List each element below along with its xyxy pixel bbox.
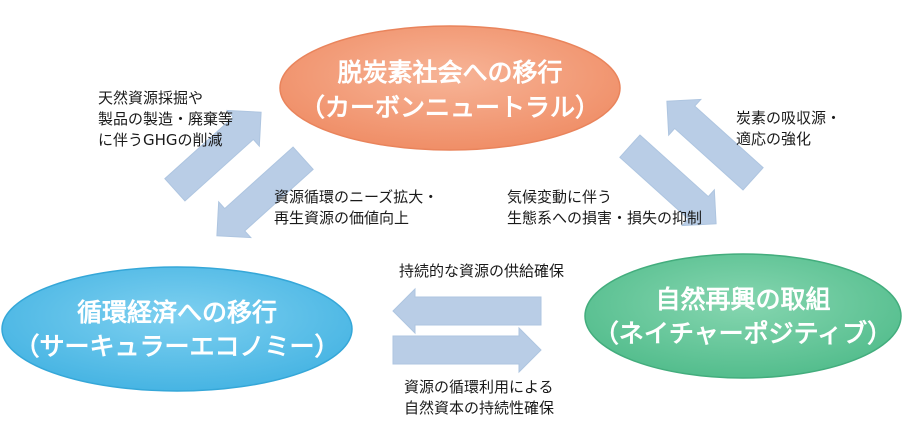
svg-text:天然資源採掘や: 天然資源採掘や: [98, 89, 203, 107]
arrow-carbon-sink: [666, 98, 764, 191]
node-nature-positive: 自然再興の取組 （ネイチャーポジティブ）: [584, 253, 902, 379]
svg-text:炭素の吸収源・: 炭素の吸収源・: [736, 109, 841, 127]
node-carbon-neutral: 脱炭素社会への移行 （カーボンニュートラル）: [279, 25, 621, 151]
label-carbon-sink: 炭素の吸収源・ 適応の強化: [736, 109, 841, 148]
svg-text:製品の製造・廃棄等: 製品の製造・廃棄等: [98, 110, 233, 128]
nature-positive-title: 自然再興の取組: [655, 285, 830, 314]
svg-text:気候変動に伴う: 気候変動に伴う: [507, 188, 612, 206]
node-circular-economy: 循環経済への移行 （サーキュラーエコノミー）: [1, 266, 353, 392]
svg-text:資源の循環利用による: 資源の循環利用による: [404, 378, 554, 396]
svg-text:再生資源の価値向上: 再生資源の価値向上: [274, 209, 409, 227]
circular-economy-subtitle: （サーキュラーエコノミー）: [14, 332, 339, 361]
svg-text:適応の強化: 適応の強化: [736, 130, 811, 148]
circular-economy-title: 循環経済への移行: [77, 298, 277, 327]
carbon-neutral-title: 脱炭素社会への移行: [337, 58, 562, 87]
arrow-resource-circulation: [216, 146, 314, 239]
label-resource-supply: 持続的な資源の供給確保: [399, 262, 564, 280]
svg-text:資源循環のニーズ拡大・: 資源循環のニーズ拡大・: [274, 188, 438, 206]
svg-text:持続的な資源の供給確保: 持続的な資源の供給確保: [399, 262, 564, 280]
label-ghg-reduction: 天然資源採掘や 製品の製造・廃棄等 に伴うGHGの削減: [98, 89, 233, 149]
svg-text:生態系への損害・損失の抑制: 生態系への損害・損失の抑制: [507, 209, 702, 227]
label-climate-impact: 気候変動に伴う 生態系への損害・損失の抑制: [507, 188, 702, 227]
carbon-neutral-subtitle: （カーボンニュートラル）: [300, 93, 600, 122]
arrow-natural-capital: [392, 326, 542, 374]
arrow-resource-supply: [392, 287, 542, 335]
nature-positive-subtitle: （ネイチャーポジティブ）: [594, 319, 892, 348]
svg-text:自然資本の持続性確保: 自然資本の持続性確保: [404, 399, 554, 417]
svg-text:に伴うGHGの削減: に伴うGHGの削減: [98, 131, 223, 149]
arrow-climate-impact: [619, 134, 717, 227]
label-natural-capital: 資源の循環利用による 自然資本の持続性確保: [404, 378, 554, 417]
label-resource-circulation: 資源循環のニーズ拡大・ 再生資源の価値向上: [274, 188, 438, 227]
arrow-ghg-reduction: [164, 109, 262, 202]
